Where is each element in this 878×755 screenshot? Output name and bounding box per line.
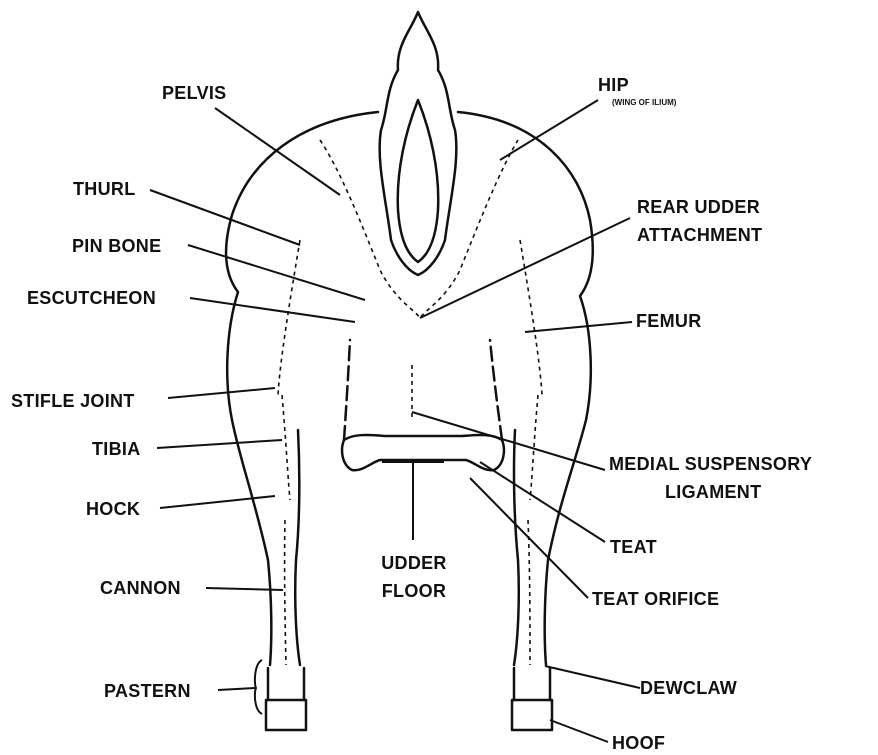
udder-top-right	[490, 340, 502, 440]
right-pastern	[514, 668, 550, 700]
label-teat-orifice: TEAT ORIFICE	[592, 588, 719, 610]
leader-escutcheon	[190, 298, 355, 322]
right-hoof	[512, 700, 552, 730]
leader-dewclaw	[545, 666, 640, 688]
label-rear-udder-line1: REAR UDDER	[637, 196, 760, 218]
label-teat: TEAT	[610, 536, 657, 558]
label-pelvis: PELVIS	[162, 82, 226, 104]
label-tibia: TIBIA	[92, 438, 141, 460]
leader-femur	[525, 322, 632, 332]
left-leg-inner	[295, 430, 300, 665]
label-stifle-joint: STIFLE JOINT	[11, 390, 135, 412]
label-cannon: CANNON	[100, 577, 181, 599]
leader-pin-bone	[188, 245, 365, 300]
label-rear-udder-line2: ATTACHMENT	[637, 224, 762, 246]
label-hip-subtitle: (WING OF ILIUM)	[612, 98, 676, 107]
label-pin-bone: PIN BONE	[72, 235, 161, 257]
cannon-right	[528, 520, 530, 665]
label-escutcheon: ESCUTCHEON	[27, 287, 156, 309]
udder-outline	[342, 435, 504, 470]
tibia-left	[282, 395, 290, 500]
label-pastern: PASTERN	[104, 680, 191, 702]
leader-tibia	[157, 440, 282, 448]
leader-thurl	[150, 190, 300, 245]
right-leg-inner	[514, 430, 519, 665]
label-medial-line2: LIGAMENT	[665, 481, 761, 503]
udder-top-left	[344, 340, 350, 440]
left-pastern	[268, 668, 304, 700]
leader-pastern	[218, 688, 255, 690]
pelvis-dotted	[320, 140, 518, 318]
label-hoof: HOOF	[612, 732, 665, 754]
label-medial-line1: MEDIAL SUSPENSORY	[609, 453, 812, 475]
femur-left	[278, 240, 300, 395]
leader-hock	[160, 496, 275, 508]
label-thurl: THURL	[73, 178, 136, 200]
leader-pelvis	[215, 108, 340, 195]
label-dewclaw: DEWCLAW	[640, 677, 737, 699]
label-udder-floor-line2: FLOOR	[374, 580, 454, 602]
label-hock: HOCK	[86, 498, 140, 520]
leader-hip	[500, 100, 598, 160]
cannon-left	[285, 520, 286, 665]
femur-right	[520, 240, 542, 395]
left-hoof	[266, 700, 306, 730]
label-hip: HIP	[598, 74, 629, 96]
pastern-bracket	[255, 660, 262, 714]
leader-stifle	[168, 388, 275, 398]
tail-outline	[380, 12, 457, 275]
label-udder-floor-line1: UDDER	[374, 552, 454, 574]
body-outline	[226, 112, 378, 665]
leader-hoof	[550, 720, 608, 742]
leader-teat	[480, 462, 605, 542]
label-femur: FEMUR	[636, 310, 702, 332]
tail-inner	[398, 100, 439, 262]
leader-rear-udder	[420, 218, 630, 318]
